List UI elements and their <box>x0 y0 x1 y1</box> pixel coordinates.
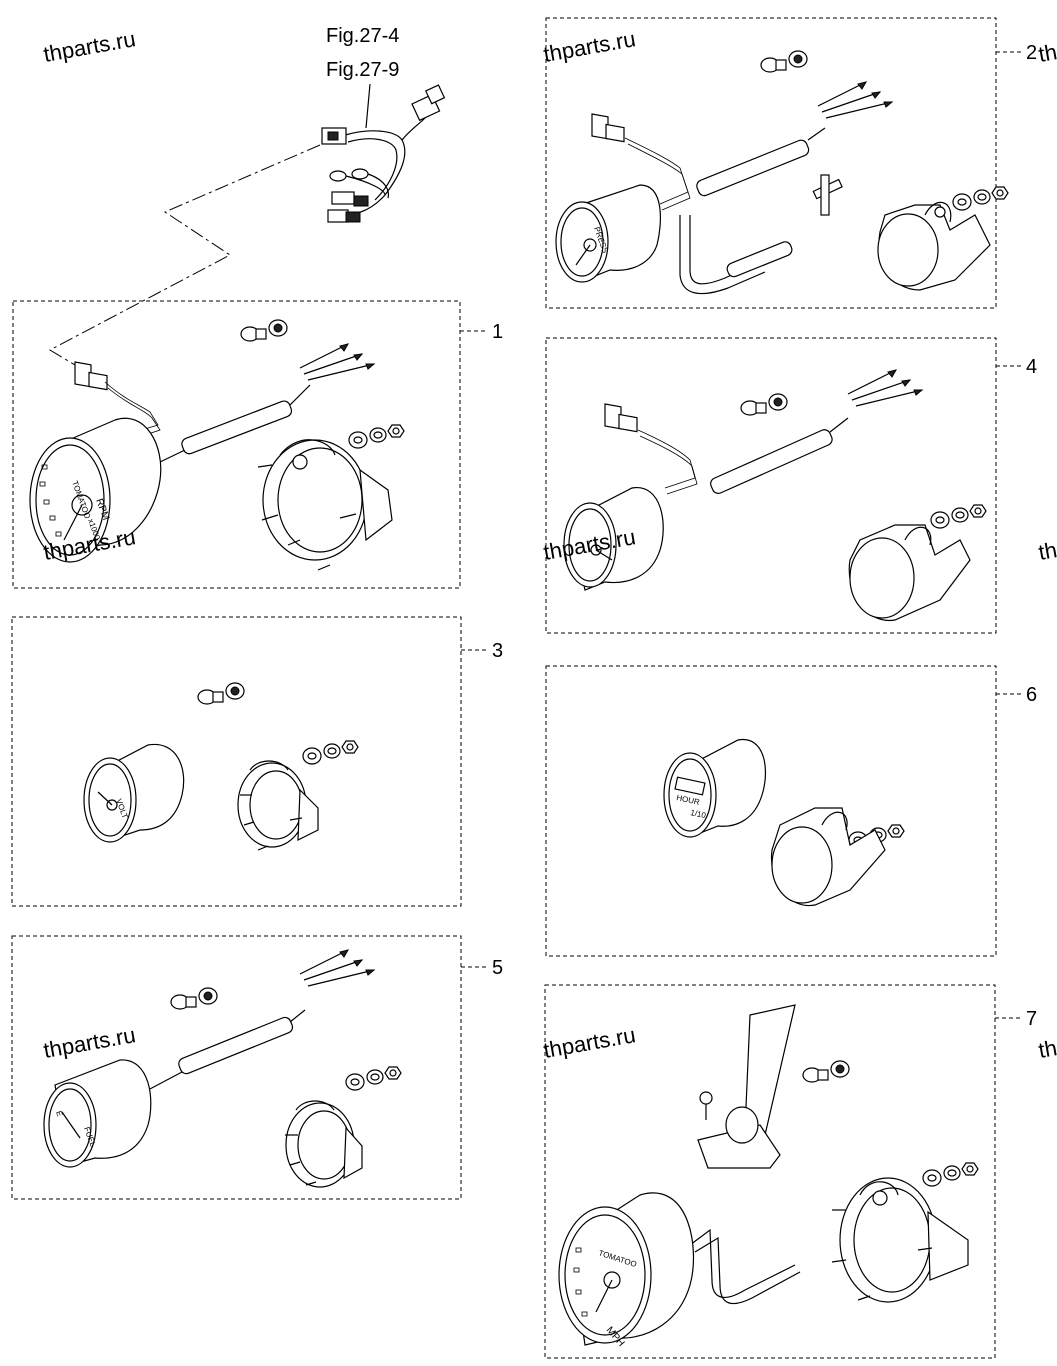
watermark-partial: th <box>1037 1035 1057 1063</box>
callout-3: 3 <box>492 640 503 662</box>
fig-ref-27-4[interactable]: Fig.27-4 <box>326 25 399 47</box>
panel-1 <box>12 300 461 589</box>
panel-7 <box>544 984 996 1359</box>
callout-4: 4 <box>1026 356 1037 378</box>
callout-2: 2 <box>1026 42 1037 64</box>
tachometer-assembly: TOMATOO RPM x1000 <box>29 319 405 571</box>
fuel-label-e: E <box>54 1110 64 1118</box>
fuel-gauge-assembly: E FUEL <box>43 949 402 1188</box>
callout-1: 1 <box>492 321 503 343</box>
fig-ref-27-9[interactable]: Fig.27-9 <box>326 59 399 81</box>
voltmeter-assembly: VOLT <box>83 682 359 851</box>
speedometer-assembly: TOMATOO MPH <box>558 1004 979 1349</box>
panel-2 <box>545 17 997 309</box>
hour-label-tenths: 1/10 <box>690 808 708 820</box>
watermark: thparts.ru <box>542 26 638 67</box>
callout-6: 6 <box>1026 684 1037 706</box>
panel-6 <box>545 665 997 957</box>
watermark: thparts.ru <box>542 1022 638 1063</box>
harness-link <box>48 144 321 369</box>
panel-3 <box>11 616 462 907</box>
panel-5 <box>11 935 462 1200</box>
temperature-gauge-assembly <box>563 369 987 622</box>
panel-4 <box>545 337 997 634</box>
callout-5: 5 <box>492 957 503 979</box>
watermark: thparts.ru <box>42 1022 138 1063</box>
hour-meter-assembly: HOUR 1/10 <box>663 739 905 907</box>
watermark: thparts.ru <box>42 26 138 67</box>
callout-7: 7 <box>1026 1008 1037 1030</box>
watermark-partial: th <box>1037 537 1057 565</box>
wire-harness <box>321 84 446 223</box>
pressure-gauge-assembly: PRESS <box>555 50 1009 295</box>
watermark-partial: th <box>1037 39 1057 67</box>
